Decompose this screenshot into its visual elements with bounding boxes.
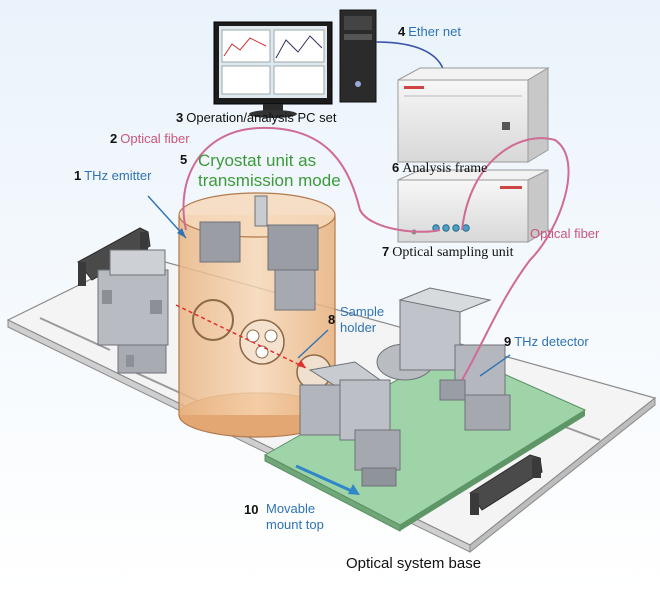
label-optical-fiber-2: Optical fiber xyxy=(530,226,600,241)
optical-fiber-emitter xyxy=(182,126,441,233)
label-movable-mount-line1: Movable xyxy=(266,501,316,516)
sample-holder-pointer xyxy=(297,329,329,359)
label-optical-system-base: Optical system base xyxy=(346,555,482,572)
sample-holder-assembly xyxy=(299,361,401,487)
detector-pointer xyxy=(479,354,511,377)
label-movable-mount-num: 10 xyxy=(244,502,259,517)
label-sample-holder-line2: holder xyxy=(340,320,377,335)
movable-direction-arrow xyxy=(295,464,355,494)
optical-sampling-unit-box xyxy=(397,169,549,243)
analysis-frame-box xyxy=(397,67,550,163)
label-sample-holder-num: 8 xyxy=(328,312,336,327)
detector-stage xyxy=(398,287,511,431)
pc-monitor xyxy=(213,21,333,118)
optical-fiber-detector xyxy=(461,137,570,381)
label-sample-holder-line1: Sample xyxy=(340,304,385,319)
label-cryostat-line2: transmission mode xyxy=(198,171,341,190)
label-movable-mount-line2: mount top xyxy=(266,517,324,532)
label-cryostat-unit: 5 xyxy=(180,152,188,167)
cryostat-unit xyxy=(175,192,336,438)
base-handle-right xyxy=(469,454,543,515)
label-cryostat-line1: Cryostat unit as xyxy=(198,151,317,170)
emitter-stage xyxy=(97,249,169,374)
pc-tower xyxy=(339,9,377,103)
